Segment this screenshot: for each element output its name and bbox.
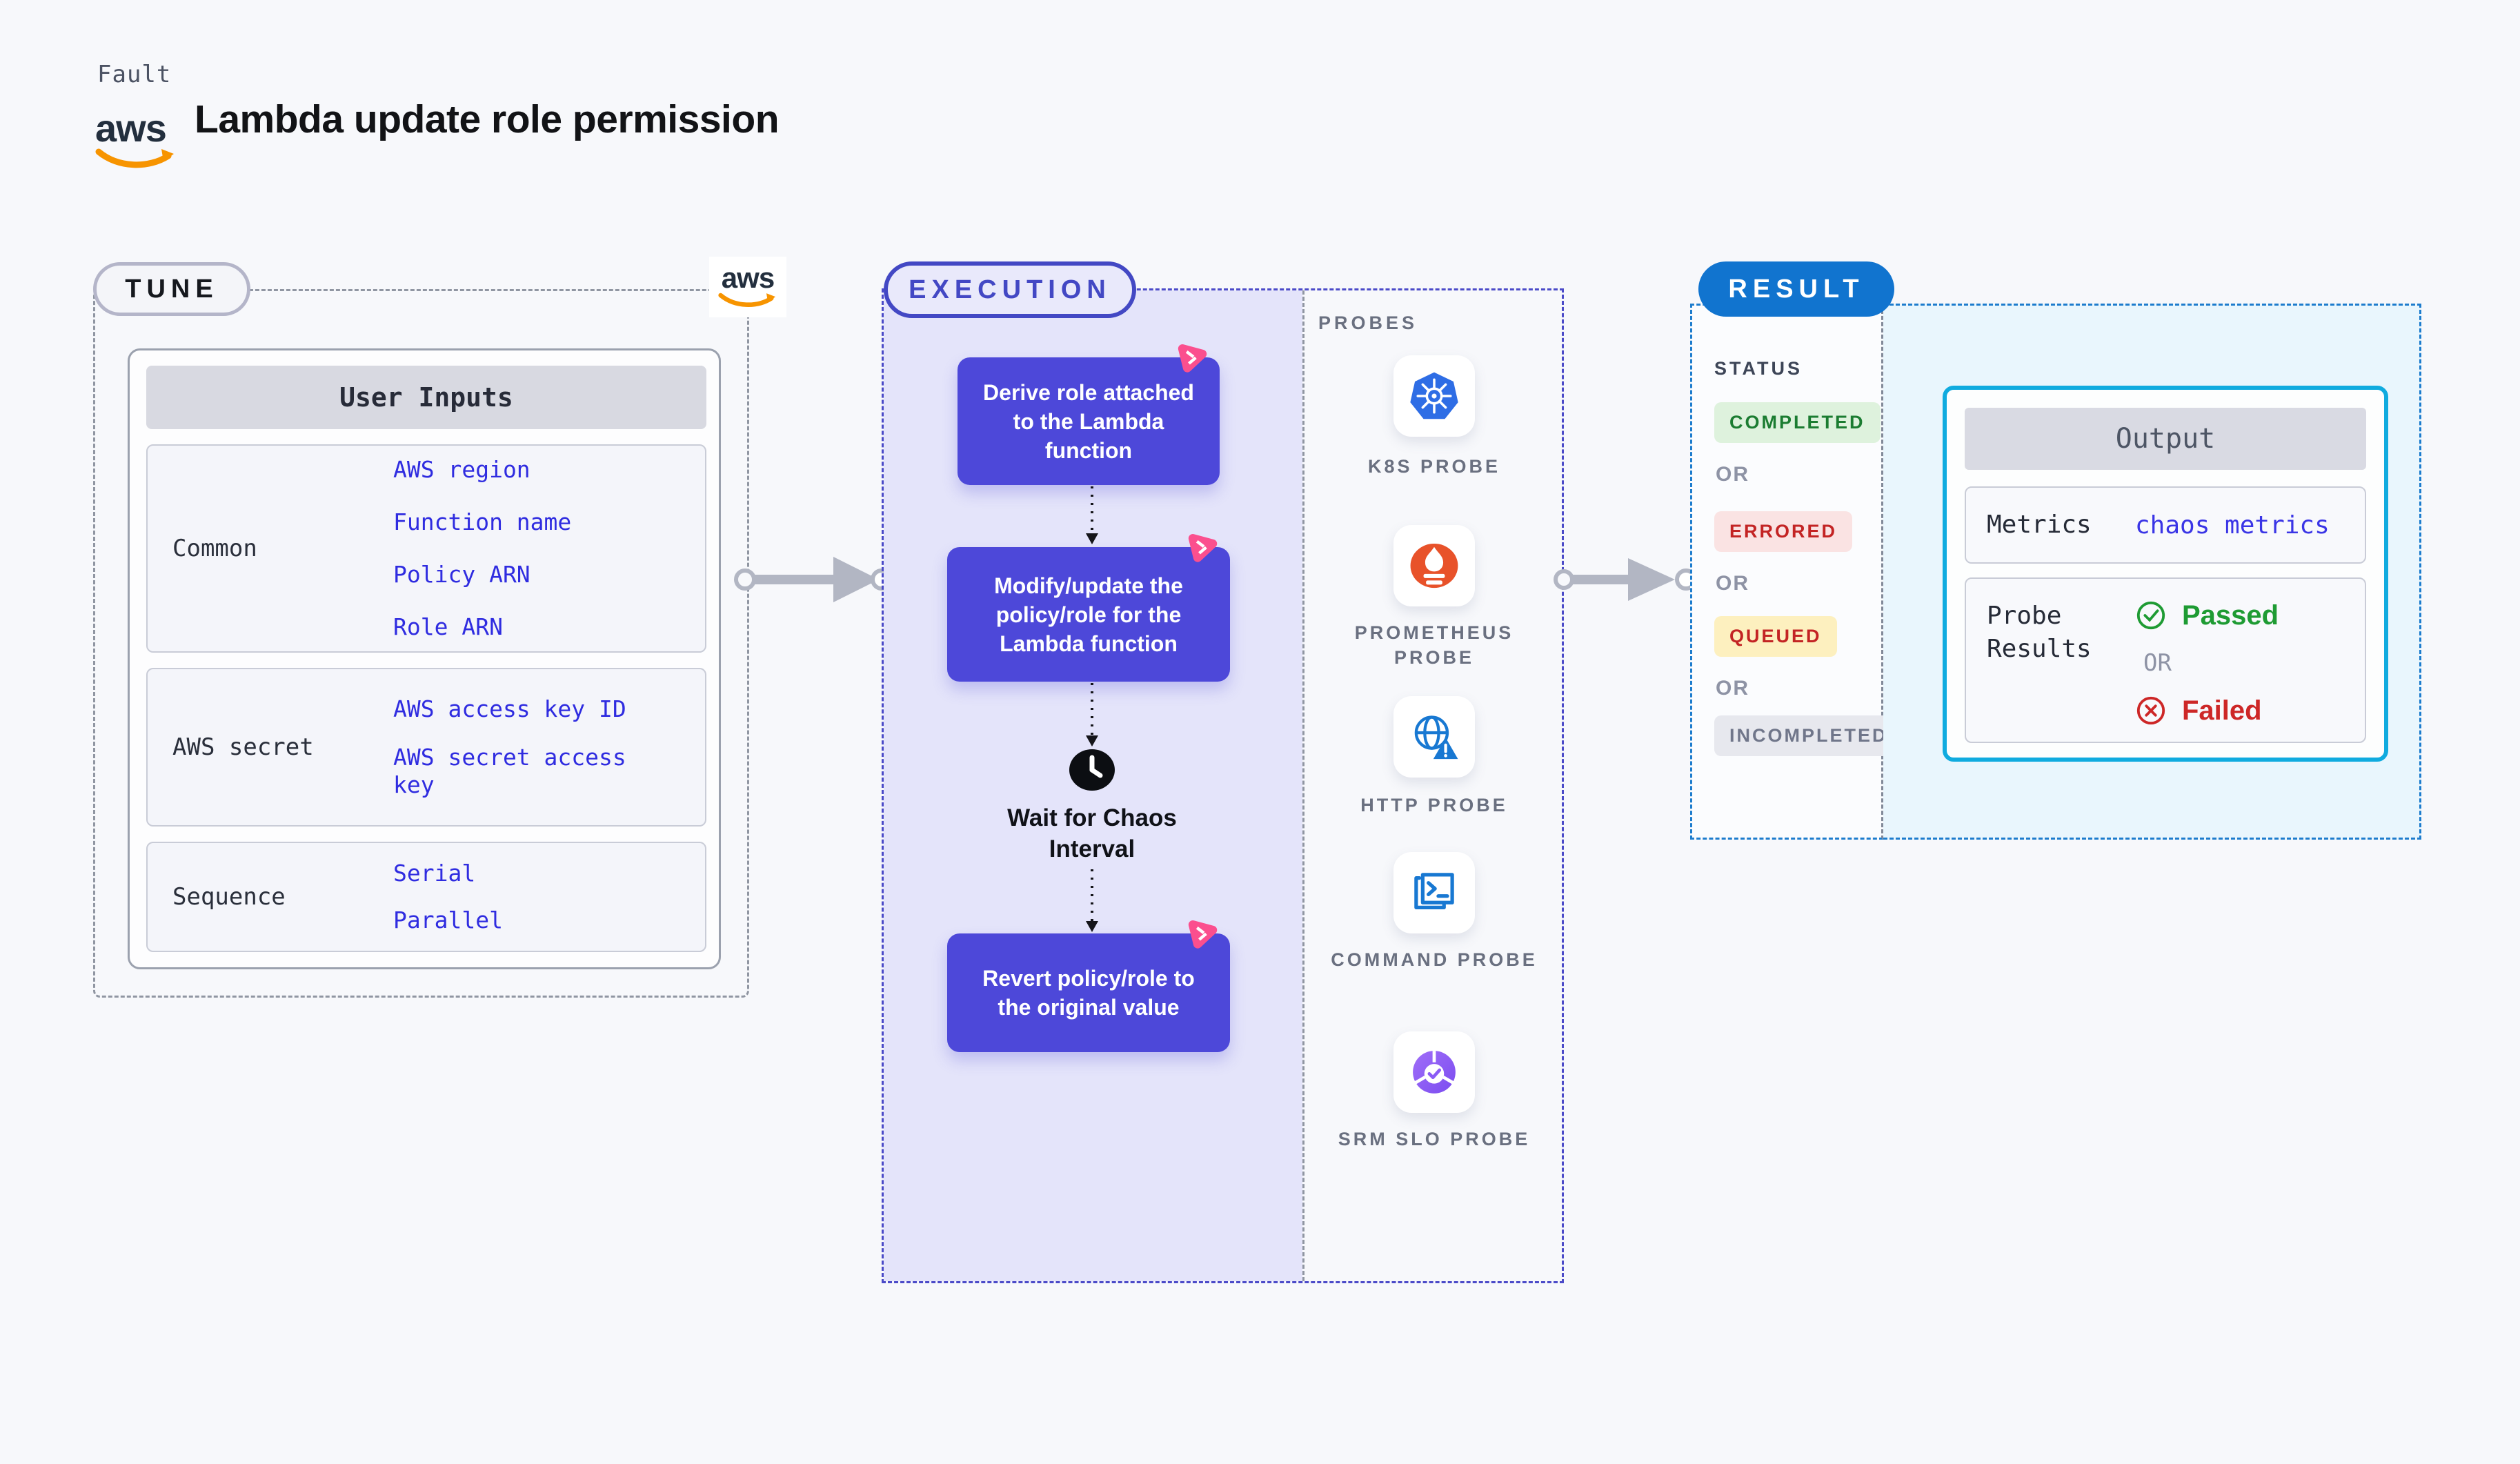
- tune-badge-label: TUNE: [125, 274, 219, 304]
- tune-panel: [93, 289, 749, 998]
- wait-label: Wait for Chaos Interval: [1007, 804, 1177, 862]
- terminal-icon: [1414, 873, 1454, 909]
- input-link[interactable]: AWS region: [393, 456, 530, 483]
- dotted-arrow-icon: [1086, 486, 1098, 544]
- status-badge-completed: COMPLETED: [1714, 402, 1881, 443]
- passed-label: Passed: [2182, 600, 2279, 631]
- input-links: AWS region Function name Policy ARN Role…: [393, 446, 676, 651]
- input-link[interactable]: Role ARN: [393, 613, 503, 640]
- page-title: Lambda update role permission: [195, 97, 780, 141]
- aws-wordmark: aws: [721, 261, 775, 294]
- header-kicker: Fault: [97, 61, 172, 88]
- probe-item-command: [1393, 852, 1475, 933]
- aws-swoosh-icon: [718, 293, 776, 307]
- flow-step-label: Modify/update the policy/role for the La…: [994, 573, 1183, 656]
- clock-icon: [1069, 749, 1115, 791]
- probe-results-label: Probe Results: [1987, 602, 2092, 663]
- metrics-label: Metrics: [1987, 511, 2092, 539]
- flow-step-revert-policy: Revert policy/role to the original value: [947, 920, 1230, 1052]
- chaos-fault-icon: [1188, 533, 1218, 562]
- or-label: OR: [2143, 649, 2172, 677]
- input-link[interactable]: Policy ARN: [393, 561, 530, 588]
- status-badge-incompleted: INCOMPLETED: [1714, 715, 1903, 756]
- input-row-label: AWS secret: [172, 733, 314, 761]
- input-links: AWS access key ID AWS secret access key: [393, 669, 676, 825]
- probe-label: HTTP PROBE: [1360, 795, 1508, 815]
- aws-swoosh-icon: [95, 148, 174, 168]
- probe-item-prometheus: [1393, 525, 1475, 606]
- passed-line: Passed: [2135, 600, 2279, 631]
- input-link[interactable]: Serial: [393, 860, 476, 887]
- aws-logo-small: aws: [709, 257, 786, 317]
- aws-logo: aws: [95, 109, 178, 178]
- arrow-right-icon: [734, 557, 893, 602]
- execution-badge: EXECUTION: [884, 261, 1136, 318]
- input-row-common: Common AWS region Function name Policy A…: [146, 444, 706, 653]
- or-label: OR: [1716, 572, 1749, 595]
- input-links: Serial Parallel: [393, 843, 676, 951]
- dotted-arrow-icon: [1086, 869, 1098, 932]
- status-badge-errored: ERRORED: [1714, 511, 1853, 552]
- flow-step-modify-policy: Modify/update the policy/role for the La…: [947, 533, 1230, 682]
- user-inputs-header: User Inputs: [146, 366, 706, 429]
- flow-step-label: Revert policy/role to the original value: [982, 966, 1195, 1020]
- or-label: OR: [1716, 463, 1749, 486]
- flow-step-label: Derive role attached to the Lambda funct…: [983, 379, 1194, 463]
- check-circle-icon: [2136, 601, 2165, 630]
- dotted-arrow-icon: [1086, 683, 1098, 746]
- input-link[interactable]: AWS secret access key: [393, 744, 626, 798]
- probe-label: SRM SLO PROBE: [1338, 1129, 1531, 1149]
- input-row-aws-secret: AWS secret AWS access key ID AWS secret …: [146, 668, 706, 827]
- input-row-label: Common: [172, 535, 257, 562]
- probe-item-srm-slo: [1393, 1031, 1475, 1113]
- prometheus-icon: [1410, 543, 1458, 588]
- result-badge-label: RESULT: [1728, 274, 1865, 304]
- input-link[interactable]: AWS access key ID: [393, 695, 626, 722]
- probe-label: COMMAND PROBE: [1331, 949, 1538, 970]
- probe-item-k8s: [1393, 355, 1475, 437]
- execution-panel: Derive role attached to the Lambda funct…: [882, 288, 1564, 1283]
- input-row-label: Sequence: [172, 883, 286, 911]
- input-row-sequence: Sequence Serial Parallel: [146, 842, 706, 952]
- or-label: OR: [1716, 677, 1749, 700]
- metrics-link[interactable]: chaos metrics: [2135, 511, 2330, 540]
- failed-label: Failed: [2182, 695, 2262, 726]
- probe-label: K8S PROBE: [1367, 456, 1501, 477]
- input-link[interactable]: Parallel: [393, 907, 503, 933]
- probe-label: PROMETHEUS PROBE: [1354, 622, 1514, 668]
- status-panel: STATUS COMPLETED OR ERRORED OR QUEUED OR…: [1690, 304, 1903, 840]
- slo-gauge-icon: [1413, 1051, 1456, 1094]
- probe-results-values: Passed OR Failed: [2135, 600, 2279, 726]
- probes-area: [1302, 290, 1562, 1281]
- input-link[interactable]: Function name: [393, 508, 572, 535]
- probe-results-row: Probe Results Passed OR: [1965, 577, 2366, 743]
- output-header: Output: [1965, 408, 2366, 470]
- aws-wordmark: aws: [95, 106, 167, 150]
- chaos-fault-icon: [1188, 920, 1218, 949]
- kubernetes-icon: [1410, 372, 1458, 419]
- failed-line: Failed: [2135, 695, 2279, 726]
- user-inputs-card: User Inputs Common AWS region Function n…: [128, 348, 721, 969]
- flow-step-derive-role: Derive role attached to the Lambda funct…: [958, 344, 1220, 485]
- chaos-fault-icon: [1178, 344, 1207, 373]
- execution-badge-label: EXECUTION: [909, 275, 1111, 304]
- status-heading: STATUS: [1714, 358, 1803, 379]
- output-card: Output Metrics chaos metrics Probe Resul…: [1943, 386, 2388, 762]
- arrow-right-icon: [1554, 558, 1697, 601]
- status-badge-queued: QUEUED: [1714, 616, 1837, 657]
- probes-heading: PROBES: [1318, 313, 1418, 333]
- x-circle-icon: [2136, 696, 2165, 725]
- probe-item-http: [1393, 696, 1475, 778]
- metrics-row: Metrics chaos metrics: [1965, 486, 2366, 564]
- tune-badge: TUNE: [93, 262, 250, 316]
- result-badge: RESULT: [1698, 261, 1894, 317]
- http-globe-icon: [1414, 715, 1458, 760]
- output-panel: Output Metrics chaos metrics Probe Resul…: [1883, 304, 2421, 840]
